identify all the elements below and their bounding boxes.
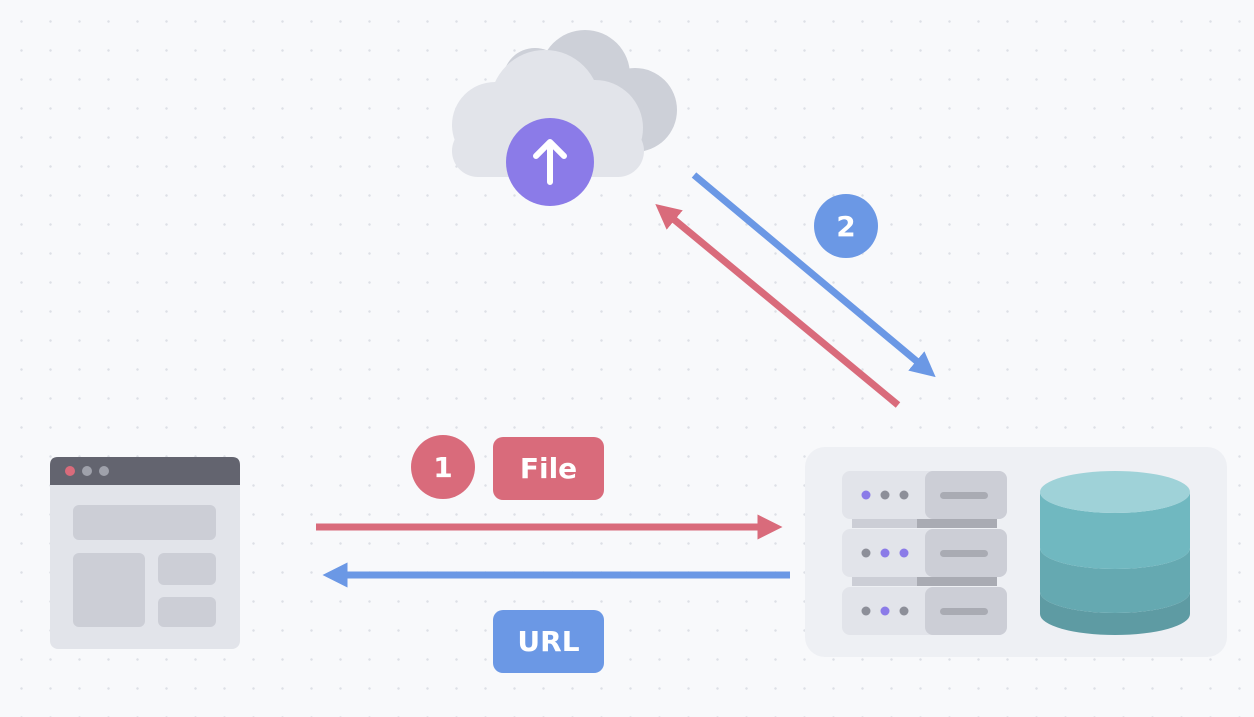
browser-minimize-dot <box>82 466 92 476</box>
browser-window-icon <box>50 457 240 649</box>
upload-arrow-icon <box>506 118 594 206</box>
server-unit <box>842 471 1007 519</box>
url-label: URL <box>493 610 604 673</box>
upload-response-arrow <box>691 172 936 378</box>
step-two-badge: 2 <box>814 194 878 258</box>
url-label-text: URL <box>517 625 579 658</box>
upload-request-arrow <box>655 203 901 408</box>
database-icon <box>1040 471 1190 635</box>
step-one-badge: 1 <box>411 435 475 499</box>
file-label: File <box>493 437 604 500</box>
browser-maximize-dot <box>99 466 109 476</box>
file-label-text: File <box>520 452 577 485</box>
server-unit <box>842 529 1007 577</box>
server-rack-icon <box>842 471 1007 635</box>
step-two-number: 2 <box>836 210 855 243</box>
server-unit <box>842 587 1007 635</box>
step-one-number: 1 <box>433 451 452 484</box>
browser-close-dot <box>65 466 75 476</box>
